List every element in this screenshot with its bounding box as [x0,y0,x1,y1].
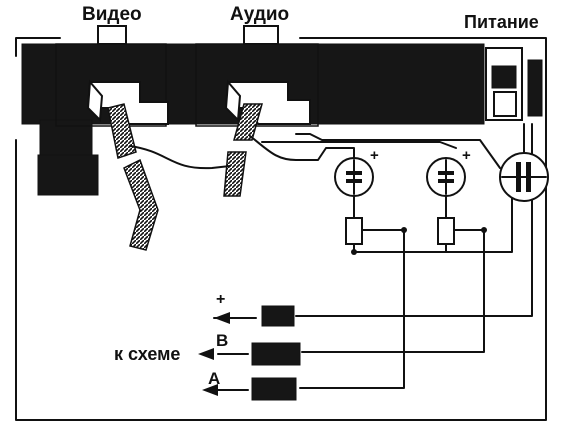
video-connector [86,25,169,125]
label-plus: + [216,291,225,308]
wiring [129,123,533,389]
resistor-2 [437,217,459,245]
video-pins [107,103,159,251]
capacitor-1: + [334,147,379,197]
label-video: Видео [82,4,142,25]
label-power: Питание [464,12,539,32]
output-connector-b [198,342,301,366]
label-audio: Аудио [230,4,289,25]
output-connector-a [202,377,297,401]
output-connector-plus [213,305,295,327]
capacitor-3 [499,152,549,202]
audio-pins [223,103,263,197]
capacitor-2-plus: + [462,147,471,164]
label-b: B [216,331,228,350]
label-a: A [208,369,220,388]
capacitor-2: + [426,147,471,197]
label-to-circuit: к схеме [114,344,180,364]
power-connector [485,47,543,121]
resistor-1 [345,217,369,245]
capacitor-1-plus: + [370,147,379,164]
enclosure-outline [15,37,547,421]
audio-connector [224,25,311,125]
